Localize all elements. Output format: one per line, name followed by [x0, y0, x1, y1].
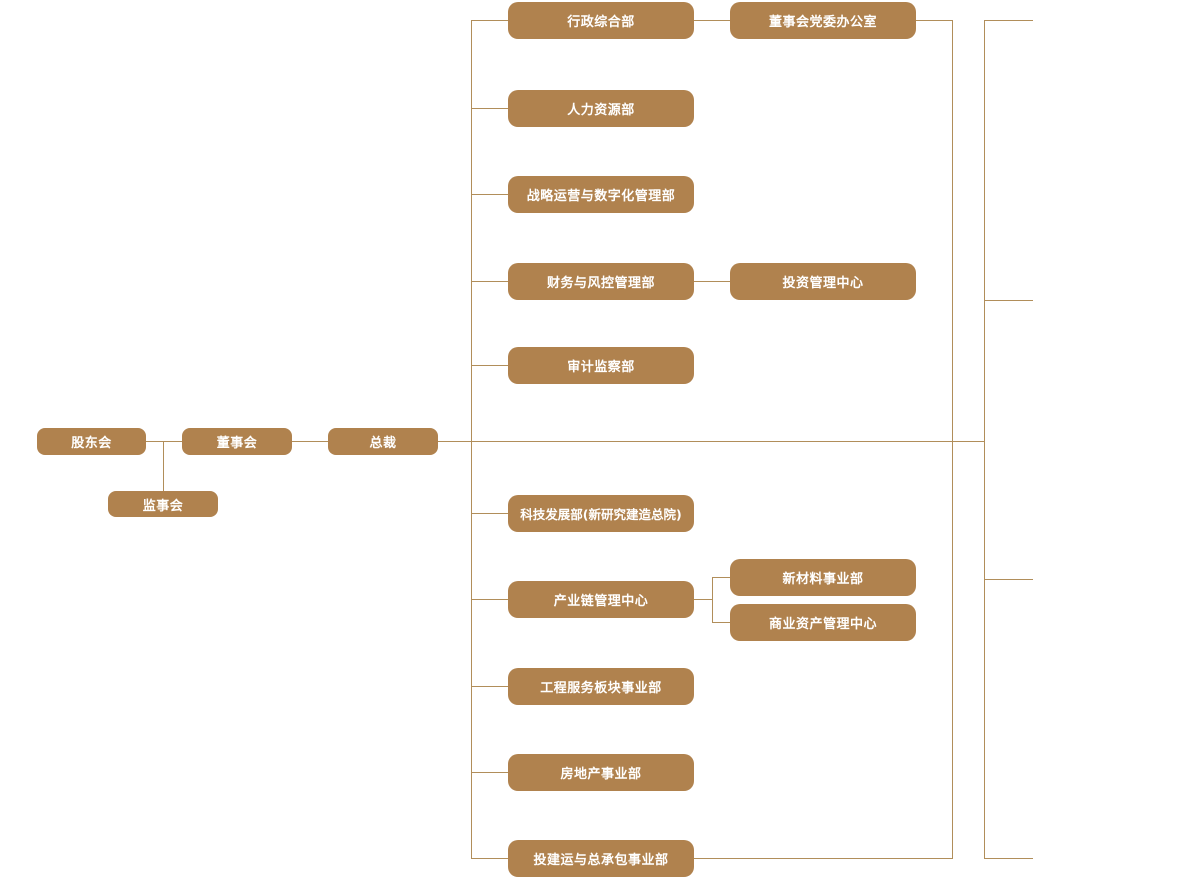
node-shareholders-meeting: 股东会: [37, 428, 146, 455]
connector-industry-chain-branch: [712, 577, 713, 623]
connector-line: [471, 686, 508, 687]
node-real-estate-division: 房地产事业部: [508, 754, 694, 791]
connector-line: [471, 108, 508, 109]
connector-line: [471, 365, 508, 366]
connector-industry-chain-out: [694, 599, 712, 600]
node-investment-construction-operation-epc-division: 投建运与总承包事业部: [508, 840, 694, 877]
node-industry-chain-management-center: 产业链管理中心: [508, 581, 694, 618]
node-human-resources-dept: 人力资源部: [508, 90, 694, 127]
node-president: 总裁: [328, 428, 438, 455]
connector-line: [471, 194, 508, 195]
node-finance-risk-control-dept: 财务与风控管理部: [508, 263, 694, 300]
connector-board-president: [292, 441, 328, 442]
node-investment-management-center: 投资管理中心: [730, 263, 916, 300]
node-strategy-operations-digitalization-dept: 战略运营与数字化管理部: [508, 176, 694, 213]
node-board-party-committee-office: 董事会党委办公室: [730, 2, 916, 39]
connector-right-stub: [984, 300, 1033, 301]
connector-right-rail-inner: [952, 20, 953, 859]
node-supervisory-board: 监事会: [108, 491, 218, 517]
node-board-of-directors: 董事会: [182, 428, 292, 455]
connector-shareholders-board: [146, 441, 182, 442]
connector-epc-out: [694, 858, 952, 859]
node-technology-development-dept: 科技发展部(新研究建造总院): [508, 495, 694, 532]
connector-commercial-asset-in: [712, 622, 730, 623]
connector-new-materials-in: [712, 577, 730, 578]
connector-finance-investment: [694, 281, 730, 282]
connector-line: [916, 20, 953, 21]
connector-right-stub: [984, 858, 1033, 859]
node-commercial-asset-management-center: 商业资产管理中心: [730, 604, 916, 641]
connector-admin-party-office: [694, 20, 730, 21]
connector-right-stub: [984, 579, 1033, 580]
node-engineering-services-division: 工程服务板块事业部: [508, 668, 694, 705]
connector-right-stub: [984, 20, 1033, 21]
connector-department-spine: [471, 20, 472, 859]
node-new-materials-division: 新材料事业部: [730, 559, 916, 596]
connector-line: [471, 772, 508, 773]
connector-line: [471, 513, 508, 514]
node-admin-general-dept: 行政综合部: [508, 2, 694, 39]
connector-right-rail-outer: [984, 20, 985, 859]
connector-supervisory-drop: [163, 441, 164, 491]
connector-line: [471, 858, 508, 859]
connector-line: [471, 20, 508, 21]
connector-line: [471, 599, 508, 600]
connector-line: [471, 281, 508, 282]
connector-president-trunk: [438, 441, 984, 442]
node-audit-supervision-dept: 审计监察部: [508, 347, 694, 384]
